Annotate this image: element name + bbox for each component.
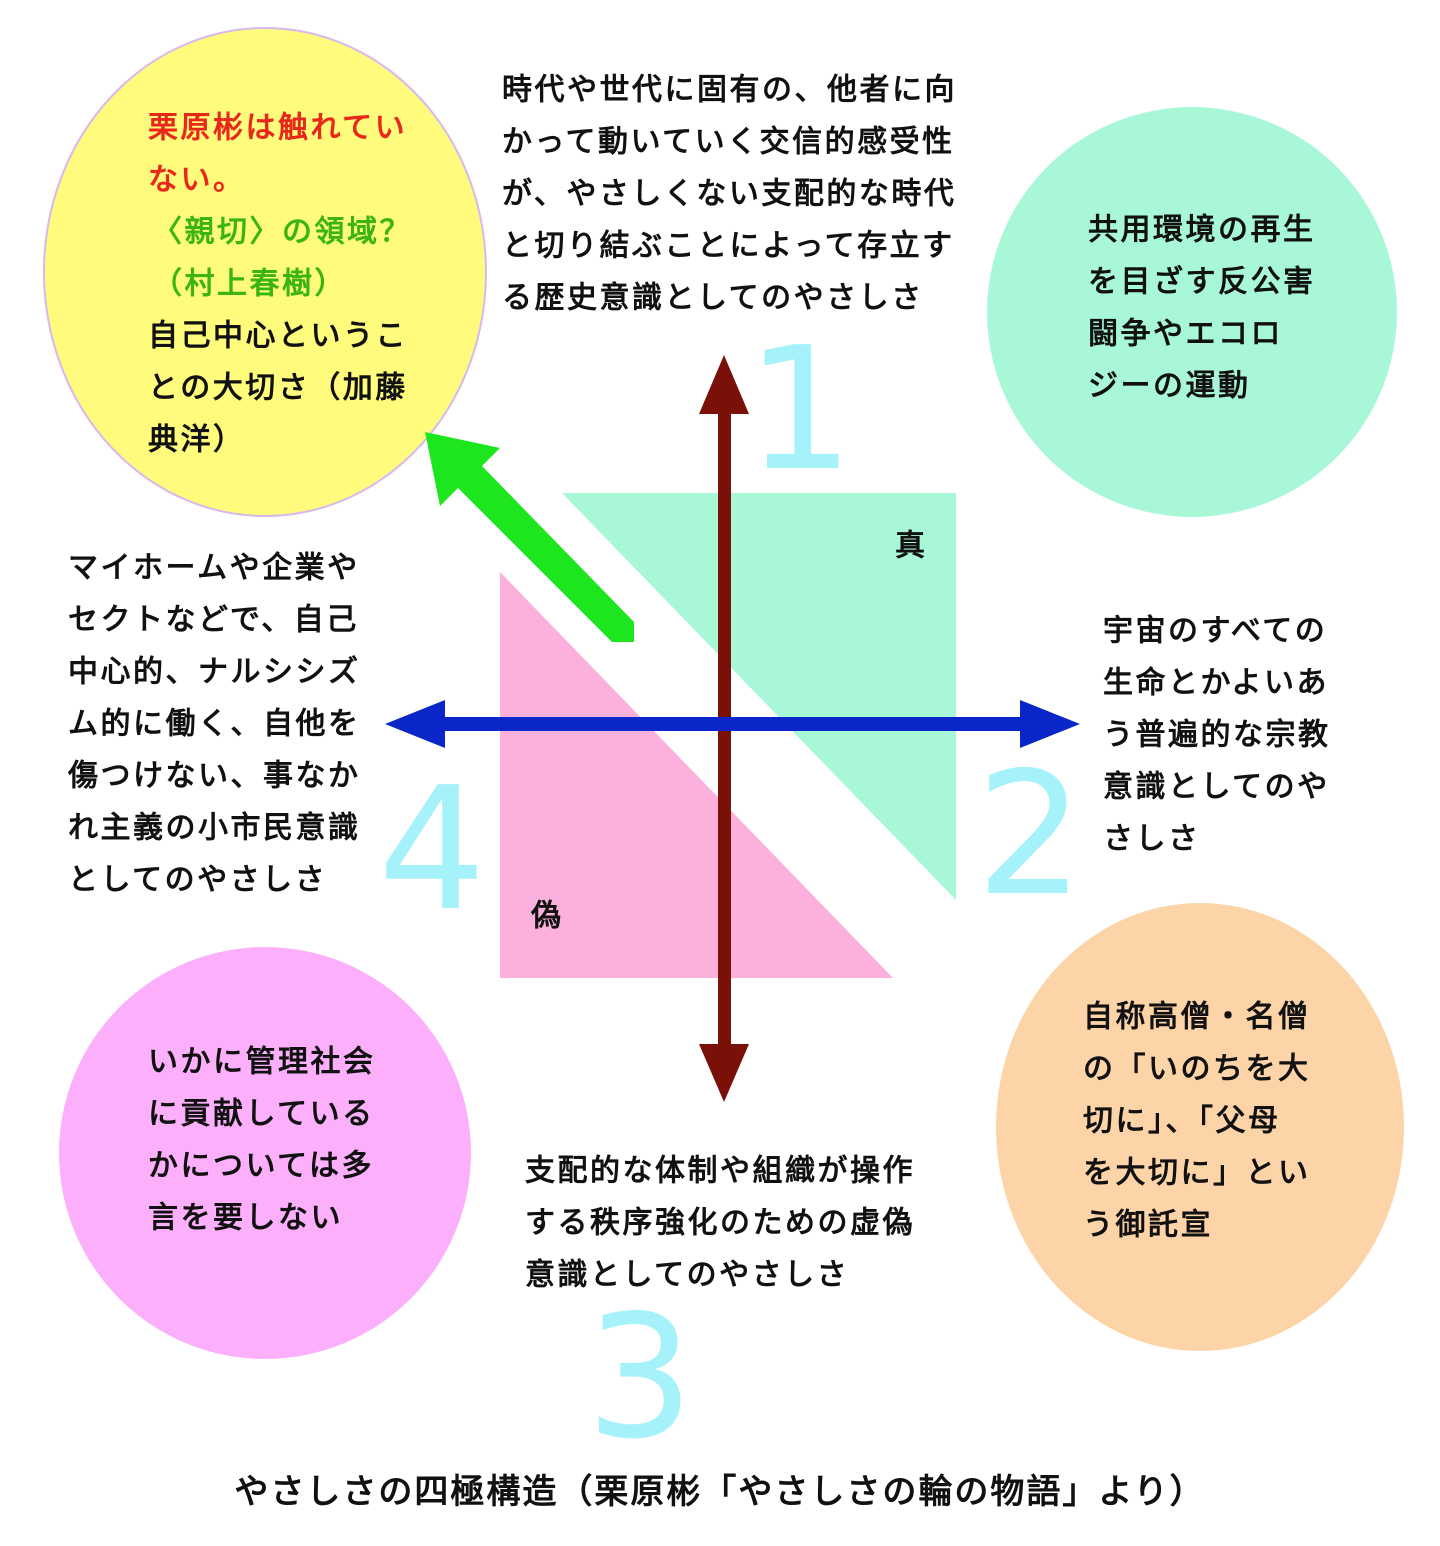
text-line: う普遍的な宗教: [1103, 718, 1331, 753]
text-line: 栗原彬は触れてい: [148, 111, 407, 146]
right-text-block: 宇宙のすべての 生命とかよいあ う普遍的な宗教 意識としてのや さしさ: [1103, 614, 1331, 857]
text-line: う御託宣: [1083, 1208, 1213, 1243]
text-line: 〈親切〉の領域？: [152, 215, 412, 250]
orange-circle: [996, 903, 1404, 1351]
text-line: かって動いていく交信的感受性: [502, 125, 955, 160]
text-line: 中心的、ナルシシズ: [68, 655, 361, 690]
text-line: いかに管理社会: [148, 1045, 376, 1080]
text-line: 意識としてのやさしさ: [525, 1258, 849, 1293]
text-line: 典洋）: [148, 423, 246, 458]
text-line: 宇宙のすべての: [1103, 614, 1327, 649]
text-line: と切り結ぶことによって存立す: [502, 229, 955, 264]
true-label: 真: [895, 529, 928, 564]
text-line: 自称高僧・名僧: [1083, 1000, 1311, 1035]
false-triangle: [500, 572, 893, 978]
text-line: 生命とかよいあ: [1103, 666, 1329, 701]
top-text-block: 時代や世代に固有の、他者に向 かって動いていく交信的感受性 が、やさしくない支配…: [502, 73, 957, 316]
orange-circle-text: 自称高僧・名僧 の「いのちを大 切に」、「父母 を大切に」とい う御託宣: [1083, 1000, 1311, 1243]
text-line: を目ざす反公害: [1088, 265, 1316, 300]
text-line: 言を要しない: [148, 1201, 343, 1236]
yellow-circle: [43, 27, 487, 517]
text-line: る歴史意識としてのやさしさ: [502, 281, 924, 316]
text-line: れ主義の小市民意識: [68, 811, 361, 846]
text-line: 支配的な体制や組織が操作: [525, 1154, 915, 1189]
text-line: ム的に働く、自他を: [68, 707, 361, 742]
text-line: 意識としてのや: [1103, 770, 1330, 805]
text-line: （村上春樹）: [152, 267, 347, 302]
text-line: ジーの運動: [1088, 369, 1251, 404]
green-circle: [987, 107, 1397, 517]
text-line: に貢献している: [148, 1097, 375, 1132]
text-line: 時代や世代に固有の、他者に向: [502, 73, 957, 108]
bottom-text-block: 支配的な体制や組織が操作 する秩序強化のための虚偽 意識としてのやさしさ: [525, 1154, 915, 1293]
number-1: 1: [746, 311, 854, 509]
text-line: 自己中心というこ: [148, 319, 408, 354]
text-line: かについては多: [148, 1149, 374, 1184]
text-line: セクトなどで、自己: [68, 603, 359, 638]
pink-circle-text: いかに管理社会 に貢献している かについては多 言を要しない: [148, 1045, 376, 1236]
number-2: 2: [976, 736, 1084, 934]
text-line: ない。: [148, 163, 246, 198]
pink-circle: [59, 947, 471, 1359]
text-line: する秩序強化のための虚偽: [525, 1206, 915, 1241]
text-line: としてのやさしさ: [68, 863, 327, 898]
green-arrow: [425, 432, 634, 642]
text-line: が、やさしくない支配的な時代: [502, 177, 956, 212]
text-line: さしさ: [1103, 822, 1201, 857]
text-line: 闘争やエコロ: [1088, 317, 1283, 352]
number-4: 4: [378, 751, 486, 949]
text-line: 切に」、「父母: [1083, 1104, 1281, 1139]
yellow-circle-text: 栗原彬は触れてい ない。 〈親切〉の領域？ （村上春樹） 自己中心というこ との…: [148, 111, 412, 458]
false-label: 偽: [530, 899, 564, 934]
text-line: マイホームや企業や: [68, 551, 360, 586]
text-line: 共用環境の再生: [1088, 213, 1316, 248]
number-3: 3: [586, 1279, 694, 1477]
horizontal-axis-arrow: [385, 700, 1080, 748]
text-line: との大切さ（加藤: [148, 371, 408, 406]
text-line: を大切に」とい: [1083, 1156, 1311, 1191]
text-line: 傷つけない、事なか: [67, 759, 361, 794]
left-text-block: マイホームや企業や セクトなどで、自己 中心的、ナルシシズ ム的に働く、自他を …: [67, 551, 361, 898]
diagram-caption: やさしさの四極構造（栗原彬「やさしさの輪の物語」より）: [234, 1472, 1205, 1512]
green-circle-text: 共用環境の再生 を目ざす反公害 闘争やエコロ ジーの運動: [1088, 213, 1316, 404]
text-line: の「いのちを大: [1083, 1052, 1311, 1087]
true-triangle: [562, 493, 956, 900]
